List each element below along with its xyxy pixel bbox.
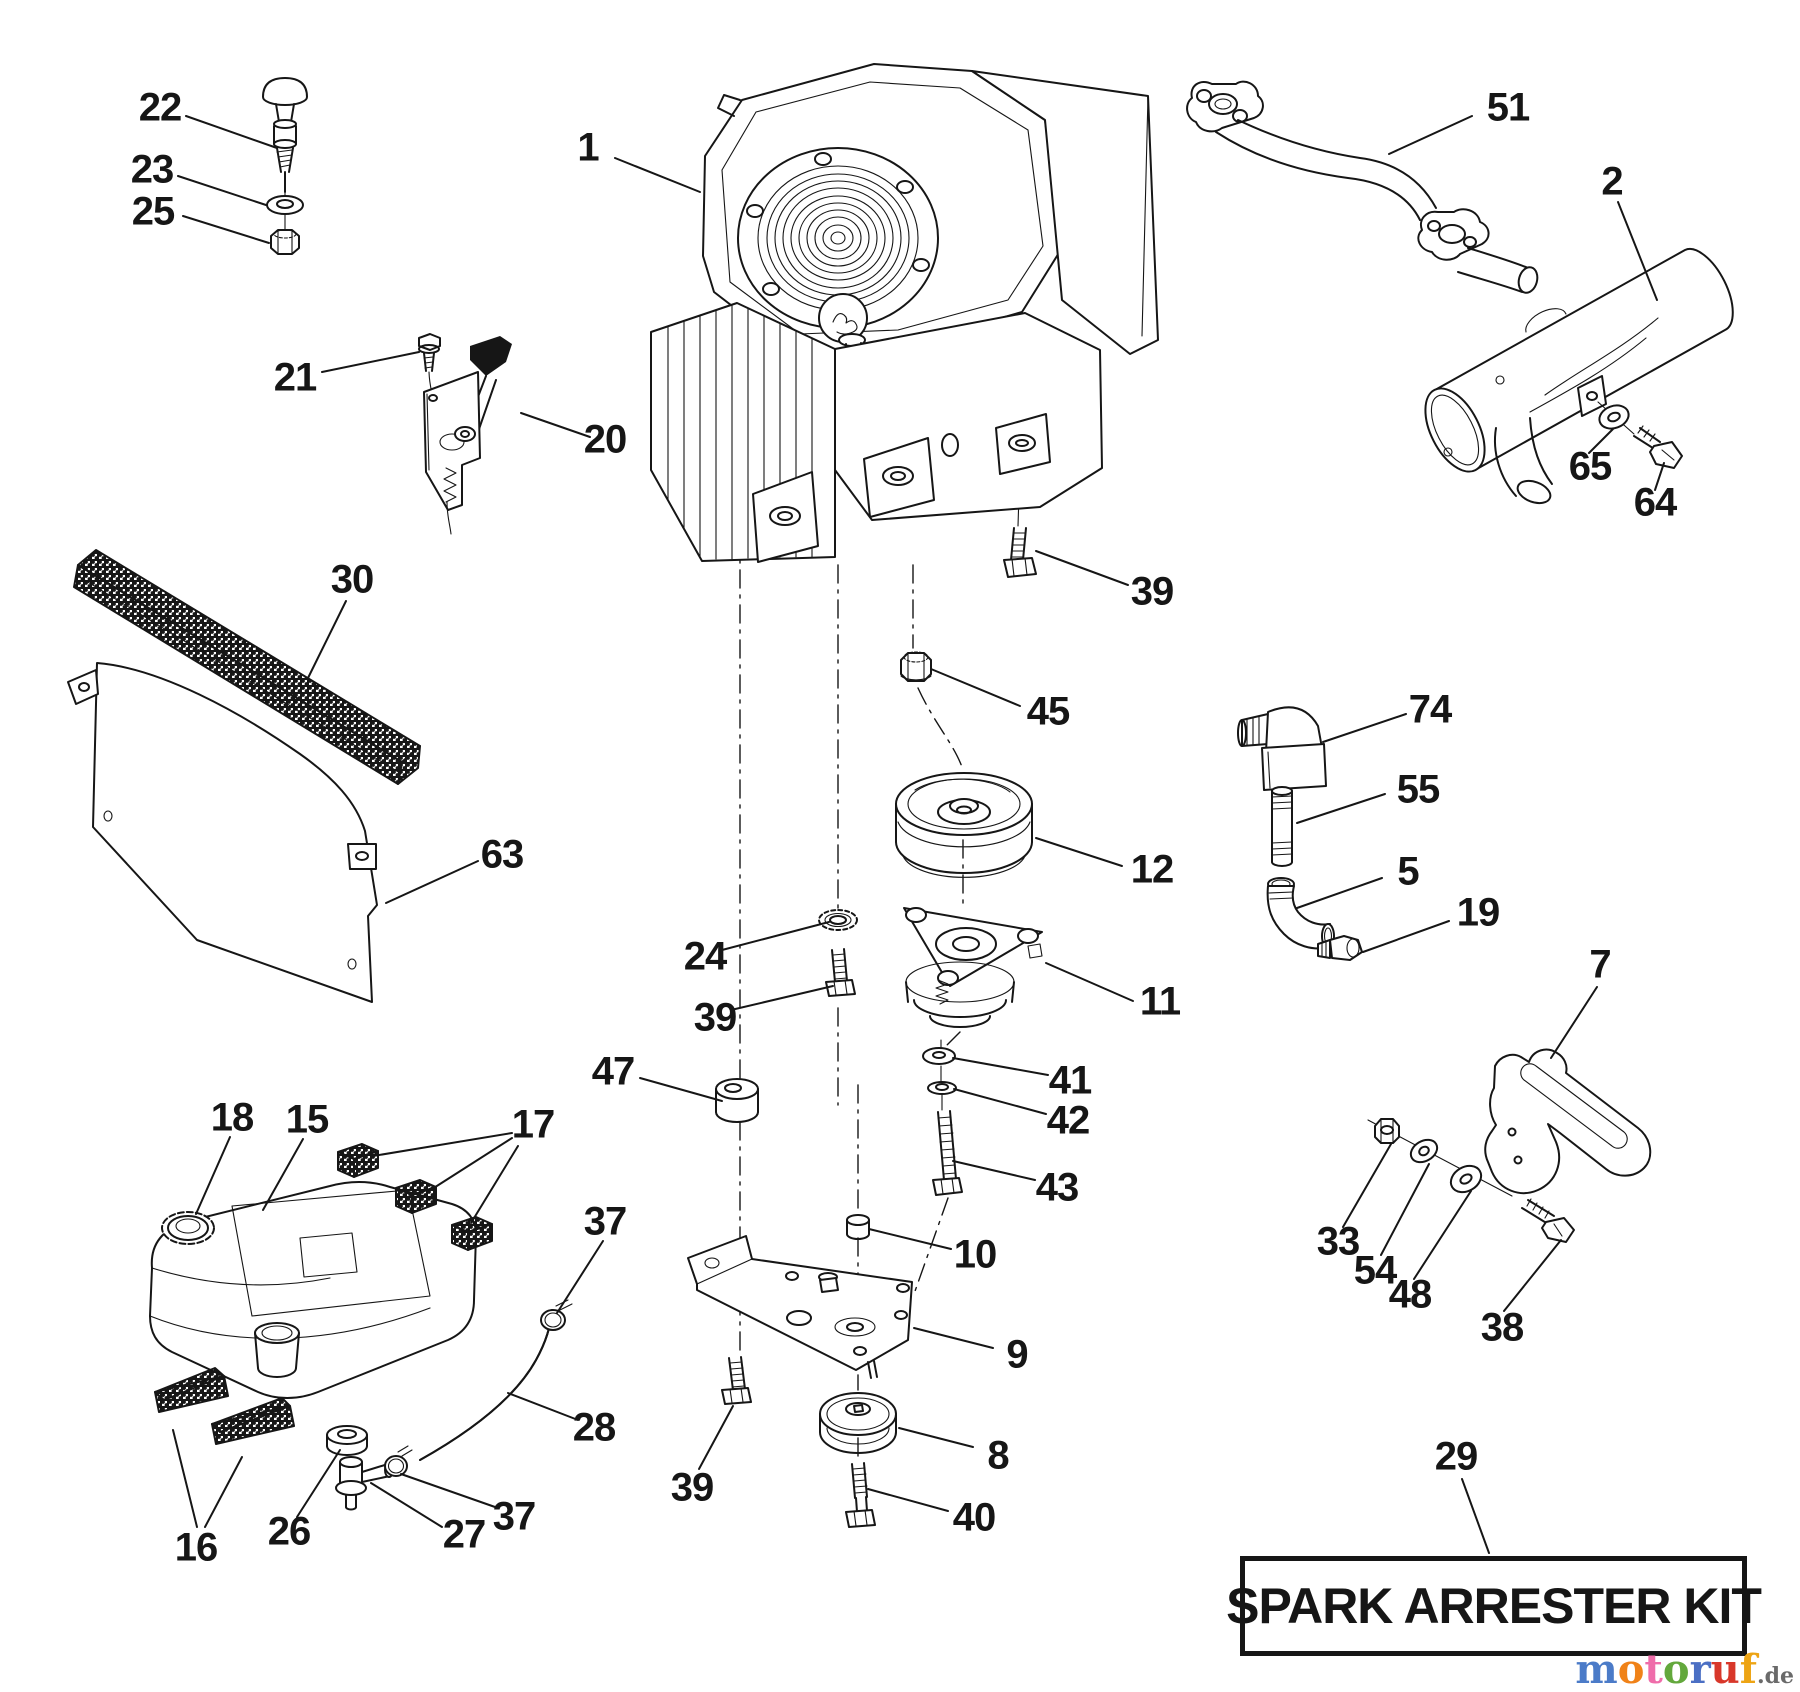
engine-1-drawing [650, 63, 1159, 563]
watermark-logo: motoruf.de [1575, 1650, 1794, 1690]
washer-48-drawing [1449, 1164, 1483, 1194]
star-washer-24-drawing [818, 909, 858, 931]
baffle-panel-63-drawing [67, 662, 378, 1003]
spark-arrester-kit-label: SPARK ARRESTER KIT [1226, 1578, 1762, 1634]
spark-arrester-kit-box: SPARK ARRESTER KIT [1226, 1556, 1762, 1656]
plunger-22-washer-23-nut-25-drawing [262, 77, 308, 255]
fuel-tank-15-drawing [149, 1181, 477, 1399]
plug-19-drawing [1317, 935, 1363, 961]
pipe-nipple-55-drawing [1271, 786, 1293, 867]
nut-33-drawing [1374, 1118, 1400, 1144]
bolt-39-upper-drawing [1003, 527, 1037, 578]
exhaust-pipe-51-drawing [1186, 80, 1539, 294]
hose-clamp-37-lower-drawing [384, 1445, 413, 1477]
foam-strip-30-drawing [73, 549, 421, 785]
watermark-letters: motoruf [1575, 1646, 1757, 1692]
bushing-10-drawing [846, 1214, 870, 1240]
watermark-letter: f [1739, 1646, 1757, 1692]
foam-strips-16-drawing [154, 1367, 295, 1445]
fuel-cap-18-drawing [161, 1211, 215, 1245]
bolt-39-lower-drawing [721, 1356, 752, 1405]
bracket-7-drawing [1484, 1048, 1652, 1195]
watermark-suffix: .de [1756, 1663, 1794, 1689]
engine-plate-9-drawing [687, 1235, 913, 1379]
watermark-letter: r [1689, 1646, 1711, 1692]
hose-clamp-37-upper-drawing [540, 1299, 573, 1331]
watermark-letter: u [1710, 1646, 1740, 1692]
bolt-43-drawing [932, 1110, 963, 1196]
watermark-letter: o [1617, 1646, 1645, 1692]
muffler-2-drawing [1424, 248, 1734, 505]
idler-pulley-8-drawing [819, 1392, 897, 1454]
washer-41-drawing [922, 1047, 956, 1065]
bolt-39-middle-drawing [825, 948, 856, 997]
bolt-38-drawing [1521, 1198, 1575, 1243]
watermark-letter: o [1662, 1646, 1690, 1692]
leader-lines [172, 115, 1665, 1554]
throttle-control-20-drawing [423, 336, 512, 535]
foam-pads-17-drawing [337, 1143, 493, 1251]
bolt-21-drawing [418, 333, 453, 431]
washer-42-drawing [927, 1081, 957, 1095]
elbow-fitting-5-drawing [1266, 877, 1335, 950]
watermark-letter: t [1644, 1646, 1663, 1692]
pulley-12-drawing [895, 772, 1033, 878]
watermark-letter: m [1575, 1646, 1618, 1692]
nut-45-drawing [900, 651, 932, 682]
bolt-40-drawing [845, 1462, 876, 1528]
clutch-11-drawing [903, 907, 1043, 1028]
washer-54-drawing [1409, 1138, 1439, 1164]
spacer-47-drawing [715, 1078, 759, 1123]
grommet-26-drawing [326, 1425, 368, 1456]
elbow-fitting-74-drawing [1237, 706, 1327, 791]
